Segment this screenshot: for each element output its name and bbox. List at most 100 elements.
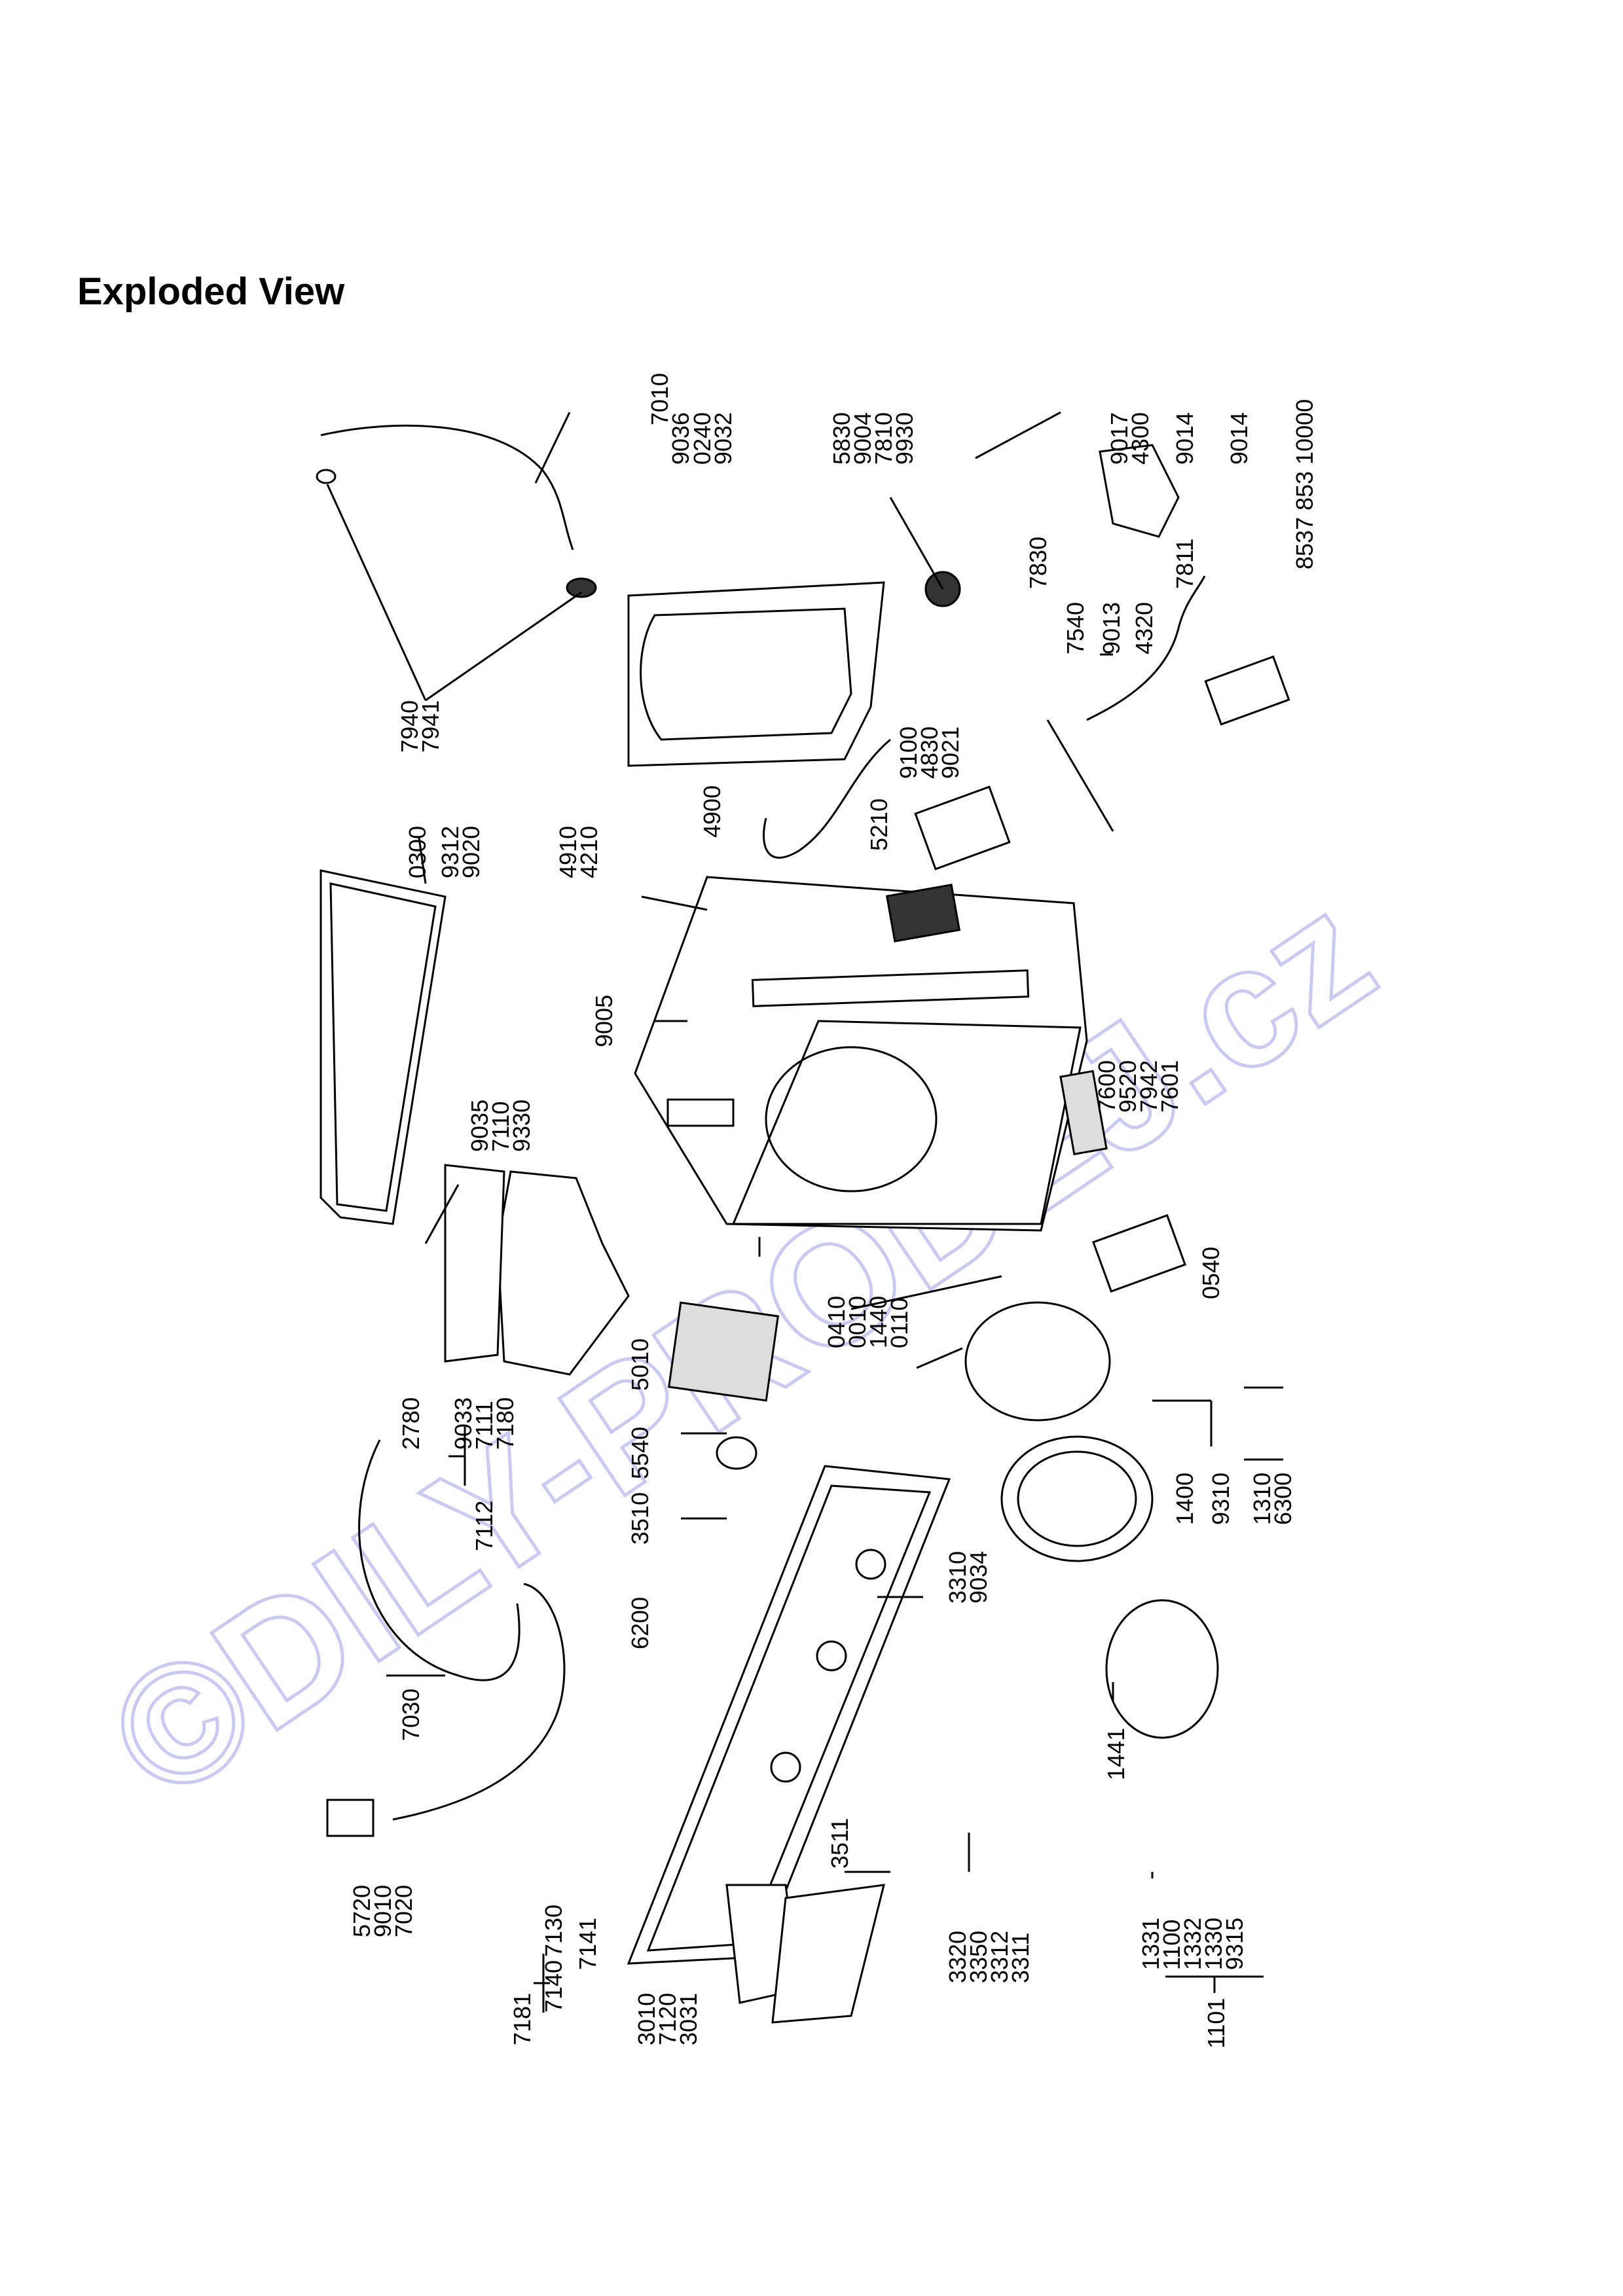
dispenser-lid-part (444, 1164, 505, 1363)
label-4900: 4900 (699, 785, 725, 838)
door-gasket-part (964, 1301, 1111, 1422)
label-0010: 0010 (844, 1296, 871, 1348)
drain-pump-part (1099, 444, 1180, 538)
label-9312: 9312 (437, 826, 464, 878)
label-1331: 1331 (1137, 1918, 1164, 1970)
label-4320: 4320 (1131, 602, 1158, 655)
cabinet-front (731, 1020, 1082, 1225)
label-7942: 7942 (1135, 1060, 1162, 1113)
label-7601: 7601 (1156, 1060, 1183, 1113)
label-9034: 9034 (965, 1551, 992, 1604)
knob-hole-2-part (816, 1640, 847, 1672)
label-5830: 5830 (828, 412, 855, 465)
label-7940: 7940 (396, 700, 423, 753)
label-9035: 9035 (466, 1100, 493, 1152)
pump-bracket-part (1204, 655, 1290, 726)
label-3031: 3031 (675, 1993, 702, 2045)
label-9930: 9930 (891, 412, 918, 465)
label-6300: 6300 (1269, 1473, 1296, 1525)
door-ring-inner-part (1017, 1450, 1137, 1547)
motor-part (667, 1301, 780, 1402)
cable-harness-2-part (1046, 719, 1114, 832)
drain-hose-part (358, 1439, 520, 1681)
label-1330: 1330 (1200, 1918, 1227, 1970)
supply-hose-part (392, 1583, 566, 1821)
label-9100: 9100 (895, 726, 922, 779)
label-4910: 4910 (555, 826, 581, 878)
label-9010: 9010 (369, 1885, 396, 1937)
filter-module-part (914, 785, 1011, 870)
label-9013: 9013 (1098, 602, 1125, 655)
control-panel-part (627, 1465, 951, 1965)
label-7030: 7030 (397, 1689, 424, 1741)
label-7180: 7180 (492, 1397, 519, 1450)
label-3312: 3312 (986, 1931, 1013, 1983)
label-7120: 7120 (654, 1993, 681, 2045)
label-7020: 7020 (390, 1885, 417, 1937)
label-5720: 5720 (348, 1885, 375, 1937)
counterweight-part (1059, 1069, 1108, 1156)
door-ring-part (1000, 1435, 1154, 1562)
pump-hose-part (1086, 575, 1206, 721)
top-lid-part (319, 869, 447, 1225)
top-lid-inner (329, 882, 437, 1212)
label-3510: 3510 (627, 1492, 653, 1545)
label-5540: 5540 (627, 1427, 653, 1479)
label-0410: 0410 (823, 1296, 850, 1348)
model-reference: 8537 853 10000 (1291, 399, 1318, 569)
label-7130: 7130 (540, 1905, 567, 1957)
label-1440: 1440 (865, 1296, 892, 1348)
part-labels: 7010 9036 0240 9032 5830 9004 7810 9930 … (348, 373, 1318, 2049)
cable-harness-part (763, 738, 891, 859)
cabinet-door-opening (765, 1046, 938, 1193)
label-3010: 3010 (633, 1993, 660, 2045)
label-9014-1: 9014 (1171, 412, 1198, 465)
label-6200: 6200 (627, 1597, 653, 1649)
label-7941: 7941 (417, 700, 444, 753)
group-brackets (448, 1427, 1264, 2013)
label-7111: 7111 (471, 1401, 498, 1450)
drawer-front-part (771, 1884, 885, 2024)
label-9005: 9005 (591, 995, 617, 1047)
label-7141: 7141 (574, 1918, 601, 1970)
back-panel-inner (640, 607, 852, 741)
cabinet-slot-1 (751, 969, 1030, 1007)
module-part (885, 884, 961, 942)
label-0240: 0240 (689, 412, 716, 465)
label-7112: 7112 (471, 1501, 498, 1551)
label-7600: 7600 (1093, 1060, 1120, 1113)
control-panel-inner (646, 1484, 932, 1952)
label-5210: 5210 (866, 798, 892, 851)
label-0110: 0110 (886, 1298, 913, 1348)
label-7810: 7810 (870, 412, 897, 465)
page-title: Exploded View (77, 270, 345, 313)
label-0540: 0540 (1197, 1247, 1224, 1299)
label-7110: 7110 (487, 1102, 514, 1152)
cabinet-part (634, 876, 1088, 1232)
inlet-valve-part (326, 1799, 374, 1837)
label-1441: 1441 (1103, 1728, 1129, 1780)
pulley-part (716, 1436, 757, 1470)
label-4830: 4830 (916, 726, 943, 779)
label-9315: 9315 (1221, 1918, 1248, 1970)
label-1100: 1100 (1158, 1920, 1185, 1970)
label-7830: 7830 (1025, 537, 1051, 589)
label-9036: 9036 (667, 412, 694, 465)
label-7010: 7010 (646, 373, 673, 425)
label-4300: 4300 (1127, 412, 1154, 465)
label-5010: 5010 (627, 1338, 653, 1391)
label-3350: 3350 (965, 1931, 992, 1983)
cabinet-slot-2 (666, 1098, 735, 1127)
label-9004: 9004 (849, 412, 876, 465)
label-7811: 7811 (1171, 539, 1198, 589)
door-glass-part (1105, 1599, 1219, 1739)
knob-hole-part (855, 1549, 886, 1580)
label-1332: 1332 (1179, 1918, 1206, 1970)
label-7140: 7140 (540, 1960, 567, 2013)
label-9310: 9310 (1207, 1473, 1234, 1525)
label-1101: 1101 (1203, 1998, 1230, 2049)
inlet-hose-part (320, 424, 574, 550)
leader-lines (326, 411, 1283, 1878)
label-9520: 9520 (1114, 1060, 1141, 1113)
label-1400: 1400 (1171, 1473, 1198, 1525)
